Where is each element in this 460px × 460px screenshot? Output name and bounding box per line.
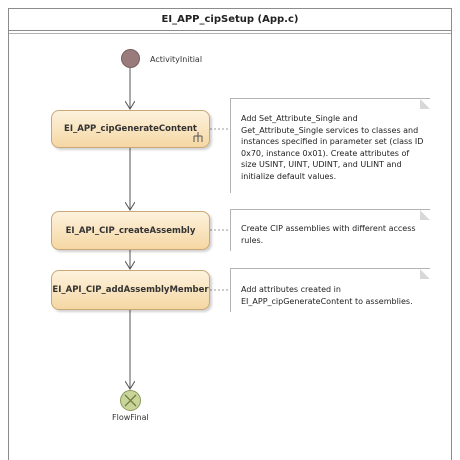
note-text: Add attributes created in EI_APP_cipGene…: [241, 285, 413, 306]
initial-label: ActivityInitial: [150, 55, 203, 64]
action-label: EI_APP_cipGenerateContent: [64, 124, 197, 134]
action-label: EI_API_CIP_createAssembly: [65, 225, 196, 236]
flow-final-icon: [124, 394, 137, 407]
note-add-assembly-member: Add attributes created in EI_APP_cipGene…: [230, 268, 430, 312]
note-text: Add Set_Attribute_Single and Get_Attribu…: [241, 114, 424, 181]
note-create-assembly: Create CIP assemblies with different acc…: [230, 209, 430, 251]
action-generate-content[interactable]: EI_APP_cipGenerateContent: [51, 110, 210, 148]
action-create-assembly[interactable]: EI_API_CIP_createAssembly: [51, 211, 210, 250]
rake-icon: [193, 132, 203, 142]
final-node: [120, 390, 141, 411]
action-add-assembly-member[interactable]: EI_API_CIP_addAssemblyMember: [51, 270, 210, 310]
action-label: EI_API_CIP_addAssemblyMember: [52, 285, 209, 295]
frame-title: EI_APP_cipSetup (App.c): [9, 9, 451, 31]
note-text: Create CIP assemblies with different acc…: [241, 224, 416, 245]
activity-frame: EI_APP_cipSetup (App.c): [8, 8, 452, 460]
note-generate-content: Add Set_Attribute_Single and Get_Attribu…: [230, 98, 430, 193]
frame-divider: [9, 33, 451, 34]
final-label: FlowFinal: [112, 413, 149, 422]
initial-node: [121, 49, 140, 68]
